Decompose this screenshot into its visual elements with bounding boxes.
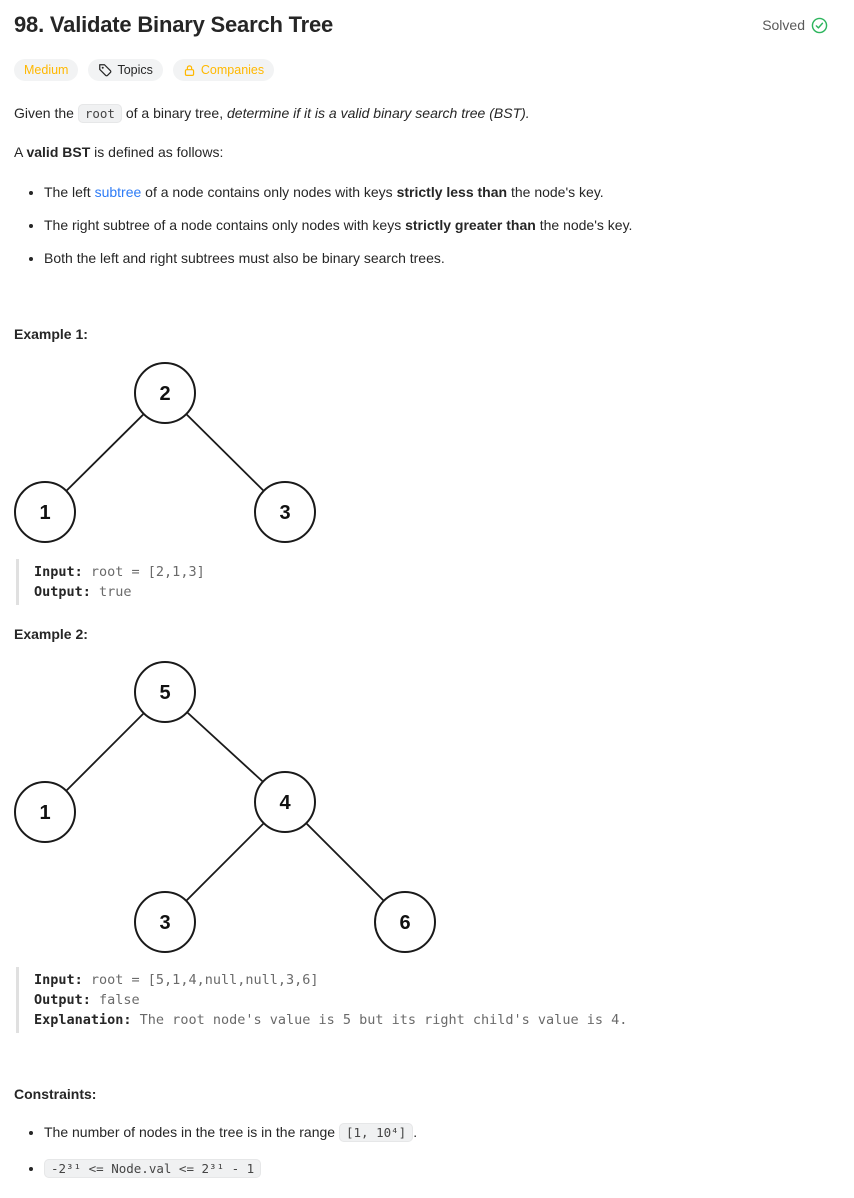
tree-node-value: 6 (399, 912, 410, 934)
check-circle-icon (811, 17, 828, 33)
constraint-item: The number of nodes in the tree is in th… (44, 1122, 828, 1143)
tag-icon (99, 64, 112, 77)
io-value: The root node's value is 5 but its right… (131, 1012, 628, 1028)
text-segment: strictly less than (396, 184, 508, 200)
example-2-io-block: Input: root = [5,1,4,null,null,3,6]Outpu… (16, 967, 828, 1033)
example-2-tree-diagram: 5 1 4 3 6 (14, 661, 436, 953)
companies-label: Companies (200, 63, 265, 77)
text-segment: the node's key. (507, 184, 604, 200)
constraint-item: -2³¹ <= Node.val <= 2³¹ - 1 (44, 1158, 828, 1179)
problem-header: 98. Validate Binary Search Tree Solved (14, 12, 828, 38)
io-label: Input: (34, 564, 83, 580)
tree-node-value: 3 (279, 502, 290, 524)
constraints-heading: Constraints: (14, 1086, 97, 1102)
tree-node-value: 4 (279, 792, 291, 814)
solved-label: Solved (762, 17, 805, 33)
io-line: Input: root = [5,1,4,null,null,3,6] (34, 970, 828, 990)
io-label: Output: (34, 992, 91, 1008)
io-label: Input: (34, 972, 83, 988)
tree-node-circle (134, 661, 196, 723)
text-segment: The number of nodes in the tree is in th… (44, 1124, 339, 1140)
text-segment: strictly greater than (405, 217, 536, 233)
tree-node-circle (14, 781, 76, 843)
io-value: root = [5,1,4,null,null,3,6] (82, 972, 319, 988)
tree-node-value: 5 (159, 682, 170, 704)
io-value: true (90, 584, 132, 600)
text-segment: Given the (14, 105, 78, 121)
tree-node-circle (374, 891, 436, 953)
io-value: false (90, 992, 140, 1008)
difficulty-label: Medium (24, 63, 69, 77)
page-title: 98. Validate Binary Search Tree (14, 12, 334, 37)
definition-item: Both the left and right subtrees must al… (44, 249, 828, 268)
example-1-io-block: Input: root = [2,1,3]Output: true (16, 559, 828, 605)
text-segment: A (14, 144, 27, 160)
io-label: Explanation: (34, 1012, 132, 1028)
definition-list: The left subtree of a node contains only… (14, 183, 828, 268)
tree-node-circle (134, 891, 196, 953)
tree-node-value: 2 (159, 383, 170, 405)
text-segment: Both the left and right subtrees must al… (44, 250, 445, 266)
lock-icon (184, 64, 195, 76)
tree-node-circle (134, 362, 196, 424)
subtree-link[interactable]: subtree (94, 184, 142, 200)
io-line: Output: true (34, 582, 828, 602)
inline-code: root (77, 104, 122, 123)
text-segment: . (413, 1124, 418, 1140)
text-segment: determine if it is a valid binary search… (227, 105, 530, 121)
topics-button[interactable]: Topics (88, 59, 163, 81)
text-segment: the node's key. (535, 217, 633, 233)
inline-code: [1, 10⁴] (338, 1123, 414, 1142)
difficulty-badge-medium[interactable]: Medium (14, 59, 79, 81)
topics-label: Topics (117, 63, 153, 77)
tree-node-value: 3 (159, 912, 170, 934)
inline-code: -2³¹ <= Node.val <= 2³¹ - 1 (44, 1159, 262, 1178)
definition-item: The left subtree of a node contains only… (44, 183, 828, 202)
solved-status: Solved (762, 17, 828, 34)
definition-intro: A valid BST is defined as follows: (14, 143, 828, 162)
constraints-list: The number of nodes in the tree is in th… (14, 1122, 828, 1179)
tree-node-value: 1 (39, 802, 50, 824)
text-segment: valid BST (26, 144, 91, 160)
tree-node-value: 1 (39, 502, 50, 524)
io-line: Explanation: The root node's value is 5 … (34, 1010, 828, 1030)
tags-row: Medium Topics Companies (14, 59, 828, 81)
text-segment: is defined as follows: (90, 144, 224, 160)
io-value: root = [2,1,3] (82, 564, 205, 580)
tree-node-circle (254, 481, 316, 543)
text-segment: of a node contains only nodes with keys (141, 184, 397, 200)
tree-node-circle (14, 481, 76, 543)
tree-node-circle (254, 771, 316, 833)
text-segment: The left (44, 184, 95, 200)
io-line: Output: false (34, 990, 828, 1010)
io-line: Input: root = [2,1,3] (34, 562, 828, 582)
example-1-tree-diagram: 2 1 3 (14, 362, 316, 543)
text-segment: of a binary tree, (121, 105, 227, 121)
example-2-heading: Example 2: (14, 626, 88, 642)
definition-item: The right subtree of a node contains onl… (44, 216, 828, 235)
problem-statement: Given the root of a binary tree, determi… (14, 104, 828, 123)
example-1-heading: Example 1: (14, 326, 88, 342)
companies-button[interactable]: Companies (172, 59, 275, 81)
text-segment: The right subtree of a node contains onl… (44, 217, 406, 233)
io-label: Output: (34, 584, 91, 600)
